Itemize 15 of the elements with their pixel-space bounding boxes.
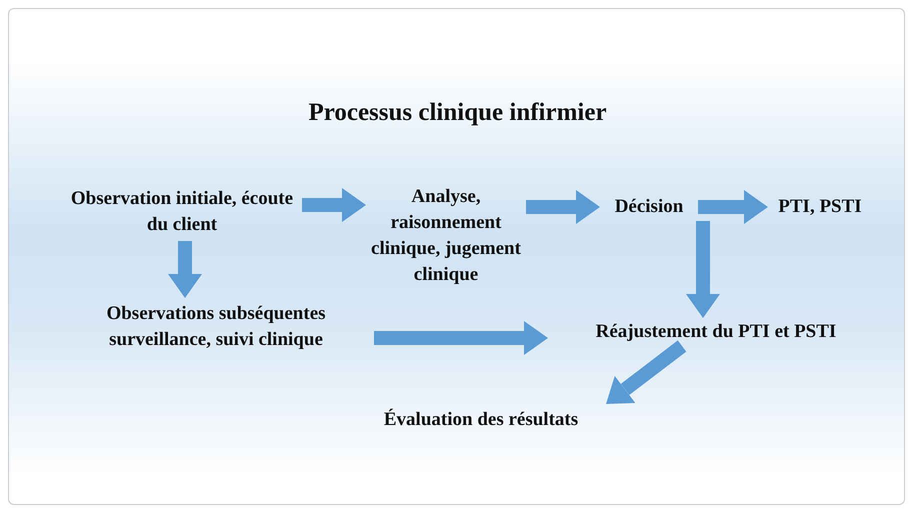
block-arrow	[374, 321, 548, 355]
step-label: Décision	[614, 195, 684, 219]
step-label: Analyse, raisonnement clinique, jugement clinique	[370, 185, 522, 287]
diagram-title: Processus clinique infirmier	[307, 98, 608, 128]
block-arrow	[606, 340, 686, 404]
block-arrow	[698, 190, 768, 224]
step-label: Évaluation des résultats	[384, 408, 578, 432]
step-label: Observation initiale, écoute du client	[70, 187, 294, 237]
step-label: PTI, PSTI	[778, 195, 862, 219]
step-label: Réajustement du PTI et PSTI	[596, 320, 836, 344]
block-arrow	[168, 241, 202, 298]
step-label: Observations subséquentes surveillance, suivi clinique	[105, 302, 327, 352]
block-arrow	[526, 190, 600, 224]
block-arrow	[302, 188, 366, 222]
block-arrow	[686, 221, 720, 318]
